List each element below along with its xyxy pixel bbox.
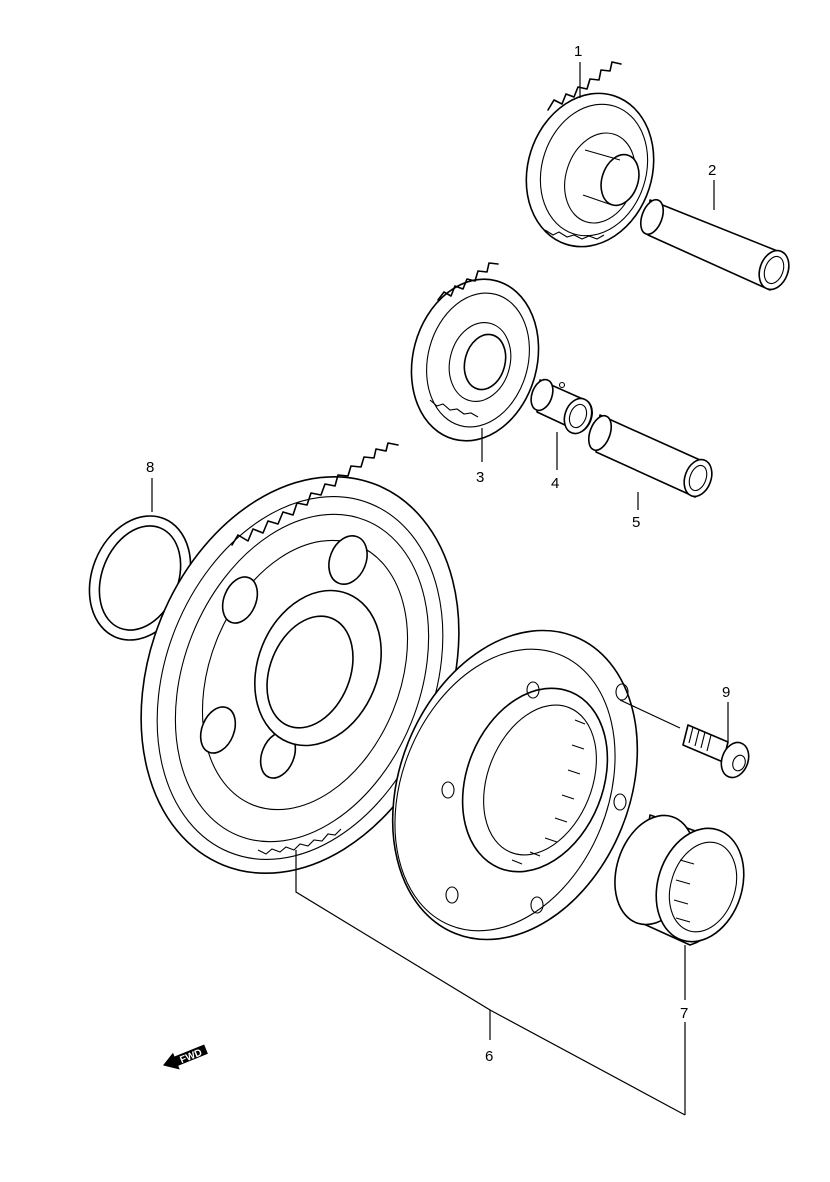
fwd-arrow-icon: FWD <box>162 1044 208 1070</box>
callout-3: 3 <box>476 469 484 486</box>
part-4-bushing[interactable] <box>527 377 596 438</box>
callout-2: 2 <box>708 162 716 179</box>
part-6-clutch-housing[interactable] <box>348 594 681 977</box>
callout-6: 6 <box>485 1048 493 1065</box>
callout-5: 5 <box>632 514 640 531</box>
part-9-bolt[interactable] <box>682 724 753 781</box>
callout-9: 9 <box>722 684 730 701</box>
leader-lines <box>151 62 729 1116</box>
callout-8: 8 <box>146 459 154 476</box>
callout-1: 1 <box>574 43 582 60</box>
callouts: 1 2 3 4 5 6 7 8 9 <box>146 43 730 1065</box>
part-6-starter-clutch-gear[interactable] <box>84 429 516 922</box>
part-7-needle-bearing[interactable] <box>602 805 758 953</box>
part-2-shaft[interactable] <box>636 197 794 294</box>
fwd-label: FWD <box>179 1047 204 1066</box>
part-3-idler-gear[interactable] <box>394 262 556 455</box>
callout-7: 7 <box>680 1005 688 1022</box>
part-5-idler-shaft[interactable] <box>584 413 716 501</box>
part-1-gear[interactable] <box>507 61 673 263</box>
callout-4: 4 <box>551 475 559 492</box>
